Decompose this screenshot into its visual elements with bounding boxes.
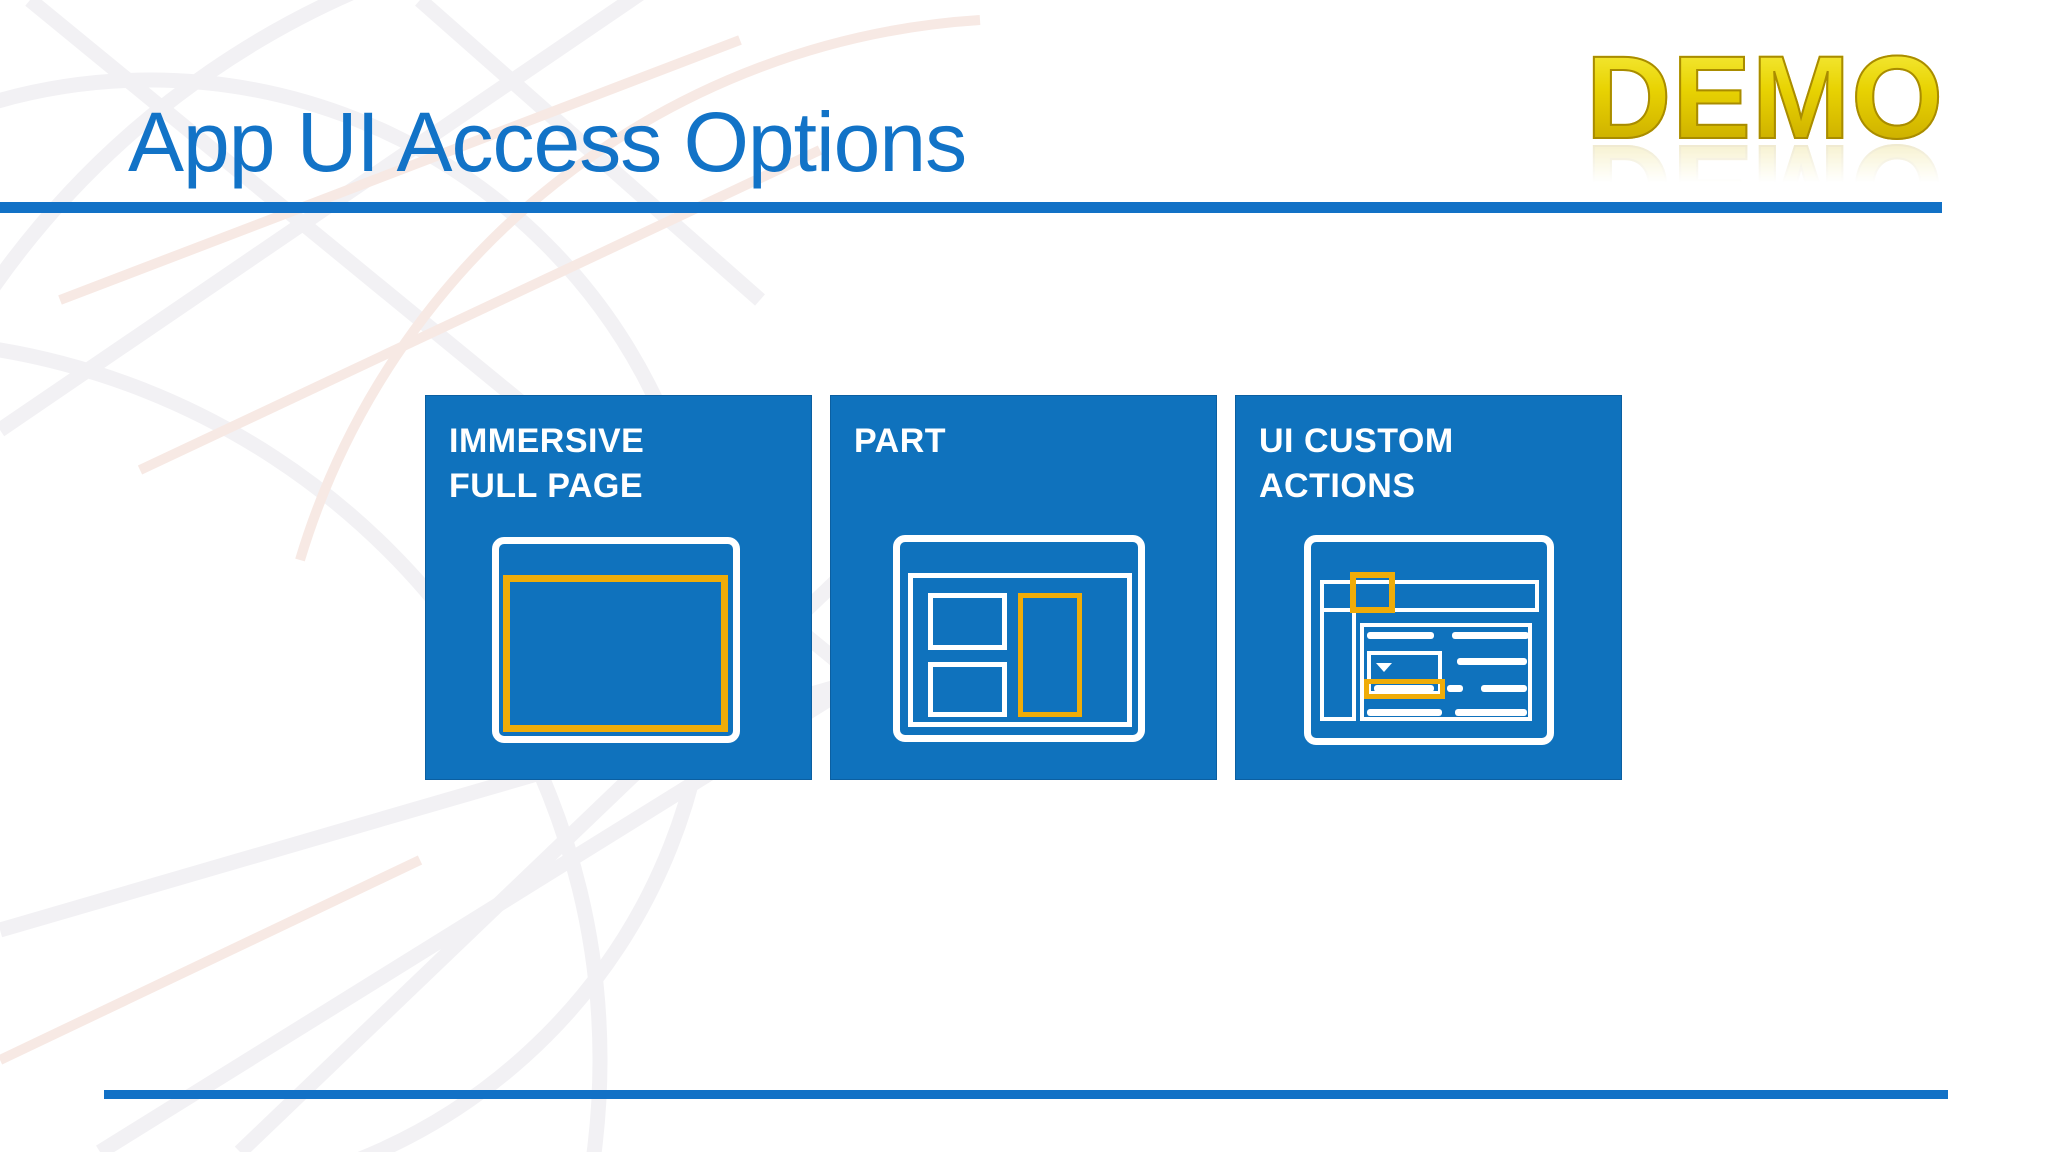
page-title: App UI Access Options — [128, 95, 967, 189]
text-line — [1367, 632, 1434, 639]
content-pane — [908, 573, 1132, 727]
text-line — [1367, 709, 1442, 716]
text-dash — [1447, 685, 1463, 692]
tile-ui-custom-actions: UI CUSTOM ACTIONS — [1235, 395, 1622, 780]
tile-label-line1: PART — [854, 422, 947, 460]
dropdown-box — [1367, 651, 1442, 695]
text-line — [1457, 658, 1527, 665]
tile-label: IMMERSIVE FULL PAGE — [449, 419, 644, 509]
tile-label: UI CUSTOM ACTIONS — [1259, 419, 1454, 509]
panel-top-left — [928, 593, 1007, 650]
ribbon-highlight-rect — [1350, 572, 1395, 613]
part-highlight-rect — [1018, 593, 1082, 717]
text-dash — [1481, 685, 1527, 692]
dropdown-arrow-icon — [1376, 663, 1392, 672]
ribbon-bar — [1320, 580, 1539, 612]
option-tiles-row: IMMERSIVE FULL PAGE PART — [425, 395, 1622, 780]
browser-frame — [1304, 535, 1554, 745]
panel-bottom-left — [928, 662, 1007, 717]
tile-part: PART — [830, 395, 1217, 780]
tile-label-line2: ACTIONS — [1259, 467, 1416, 505]
bottom-divider-rule — [104, 1090, 1948, 1099]
browser-frame — [893, 535, 1145, 742]
tile-label: PART — [854, 419, 946, 464]
browser-frame — [492, 537, 740, 743]
full-page-highlight-rect — [503, 575, 728, 732]
text-line — [1455, 709, 1527, 716]
tile-immersive-full-page: IMMERSIVE FULL PAGE — [425, 395, 812, 780]
nav-column — [1320, 608, 1356, 721]
dropdown-item-line — [1374, 685, 1434, 692]
tile-label-line1: UI CUSTOM — [1259, 422, 1454, 460]
content-pane — [1360, 623, 1532, 721]
tile-label-line1: IMMERSIVE — [449, 422, 645, 460]
text-line — [1452, 632, 1529, 639]
action-row-highlight-rect — [1364, 679, 1445, 699]
tile-label-line2: FULL PAGE — [449, 467, 644, 505]
top-divider-rule — [0, 202, 1942, 213]
demo-badge: DEMO — [1585, 32, 1944, 164]
